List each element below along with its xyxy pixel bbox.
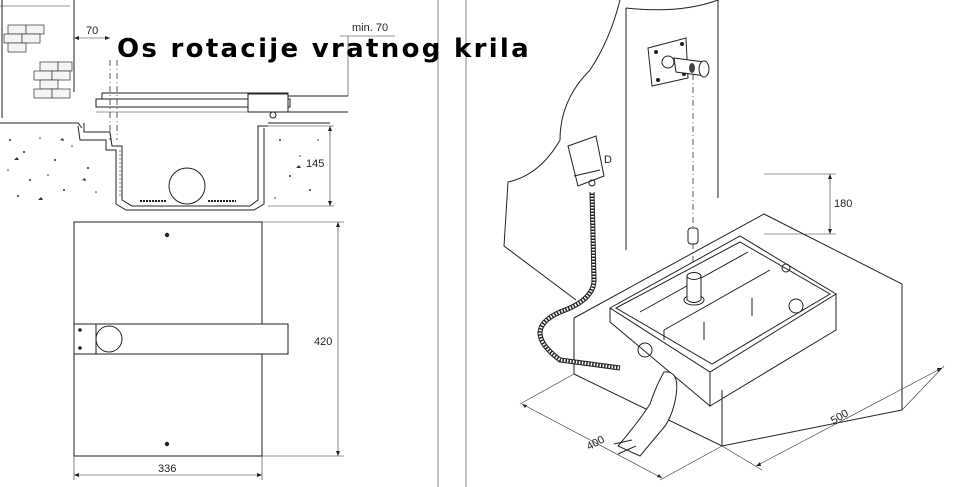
dim-offset-70: 70 (86, 25, 98, 37)
plan-view (73, 221, 344, 480)
dim-box-500: 500 (829, 407, 851, 427)
section-view (0, 0, 395, 211)
dim-height-180: 180 (834, 198, 852, 210)
dim-length-420: 420 (314, 336, 332, 348)
axis-title: Os rotacije vratnog krila (117, 34, 531, 64)
dim-min-70: min. 70 (352, 22, 388, 34)
concrete-fill (7, 137, 319, 200)
dim-box-400: 400 (585, 434, 607, 453)
dim-depth-145: 145 (306, 158, 324, 170)
label-plate-d: D (604, 154, 612, 166)
brick-wall (3, 24, 73, 99)
dim-width-336: 336 (158, 463, 176, 475)
perspective-view (503, 0, 945, 481)
